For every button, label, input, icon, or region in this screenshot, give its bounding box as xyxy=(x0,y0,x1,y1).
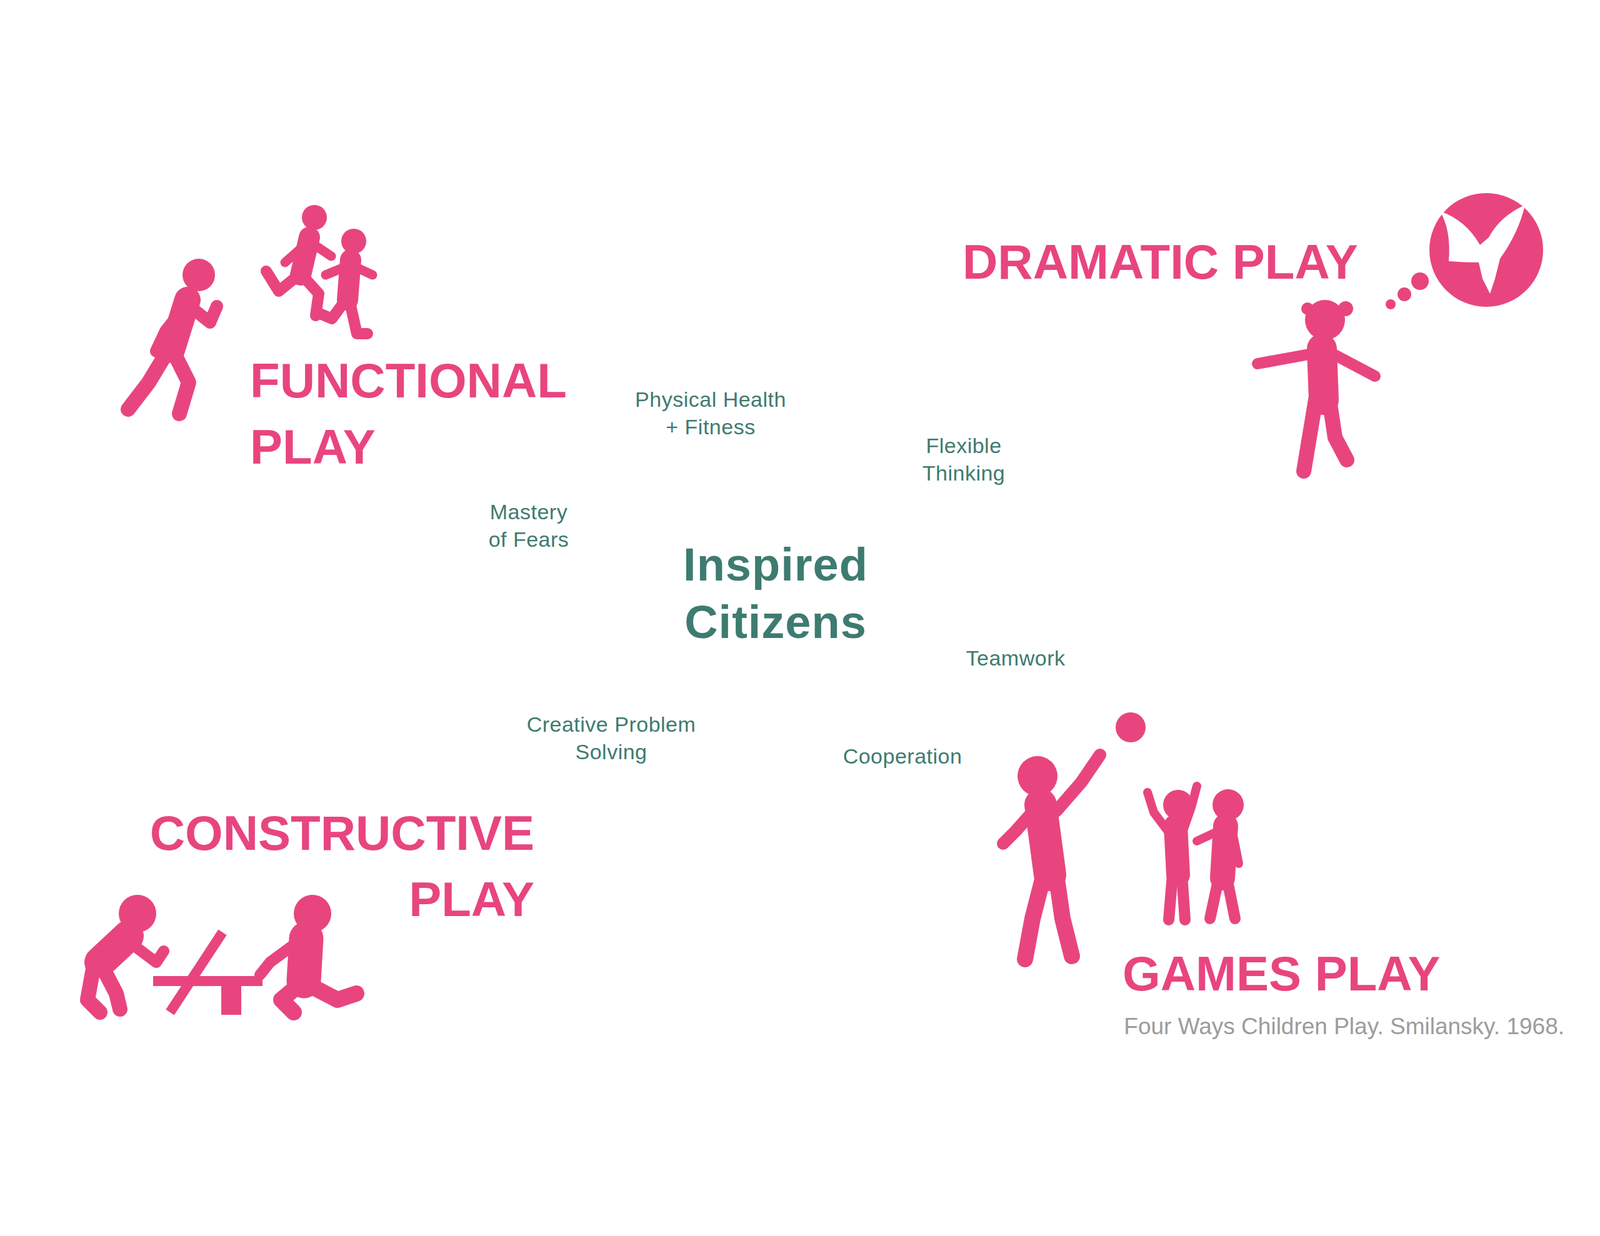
throwing-child xyxy=(1115,712,1146,743)
play-ellipse-shape xyxy=(714,438,1470,970)
throwing-child xyxy=(1003,813,1032,844)
building-children xyxy=(170,932,223,1013)
catching-children xyxy=(1232,832,1239,864)
play-ellipse-shape xyxy=(81,188,929,689)
play-type-title: FUNCTIONAL PLAY xyxy=(250,347,567,480)
running-child xyxy=(128,351,168,410)
catching-children xyxy=(1147,792,1169,833)
throwing-child xyxy=(1025,875,1044,960)
play-type-title: CONSTRUCTIVE PLAY xyxy=(150,800,535,933)
building-children xyxy=(87,965,100,1013)
thought-bubble xyxy=(1385,299,1396,310)
catching-children xyxy=(1182,786,1197,833)
running-children xyxy=(312,243,332,257)
pretending-child xyxy=(1338,301,1354,317)
throwing-child xyxy=(1056,875,1072,957)
outcome-label: Cooperation xyxy=(843,742,963,770)
throwing-child xyxy=(1040,805,1050,875)
play-type-title: DRAMATIC PLAY xyxy=(962,228,1359,295)
building-children xyxy=(87,895,357,1015)
catching-children xyxy=(1196,832,1216,842)
building-children xyxy=(100,962,120,1010)
running-children xyxy=(349,300,368,334)
catching-children xyxy=(1168,875,1173,920)
outcome-label: Creative Problem Solving xyxy=(523,710,699,766)
running-children xyxy=(266,271,299,292)
throwing-child xyxy=(1056,755,1100,812)
play-type-title: GAMES PLAY xyxy=(1122,940,1441,1007)
running-child xyxy=(128,258,217,414)
play-ellipse-shape xyxy=(275,480,934,1052)
play-ellipse-shape xyxy=(714,438,1470,970)
pretending-child xyxy=(1329,400,1347,460)
pretending-child xyxy=(1257,300,1375,472)
outcome-label: Mastery of Fears xyxy=(485,498,573,554)
catching-children xyxy=(1222,826,1226,879)
catching-children xyxy=(1210,878,1219,919)
thought-bubble xyxy=(1397,287,1412,302)
building-children xyxy=(153,976,263,987)
running-children xyxy=(353,266,373,275)
catching-children xyxy=(1175,826,1179,875)
running-children xyxy=(301,275,319,316)
pretending-child xyxy=(1257,353,1313,364)
running-children xyxy=(325,266,347,275)
pretending-child xyxy=(1321,348,1324,400)
outcome-label: Teamwork xyxy=(966,644,1066,672)
pretending-child xyxy=(1303,400,1316,472)
thought-bubble xyxy=(1411,272,1429,290)
thought-bubble xyxy=(1429,193,1544,307)
running-child xyxy=(172,350,189,414)
building-children xyxy=(221,978,242,1015)
running-child xyxy=(191,306,217,323)
building-children xyxy=(131,943,164,963)
running-child xyxy=(182,258,215,292)
outcome-label: Flexible Thinking xyxy=(916,431,1011,487)
catching-children xyxy=(1147,786,1244,920)
running-children xyxy=(301,205,327,230)
running-children xyxy=(320,300,346,319)
outcome-ellipse-shape xyxy=(433,351,1123,845)
pretending-child xyxy=(1332,353,1375,377)
thought-bubble xyxy=(1385,193,1544,310)
building-children xyxy=(260,945,294,975)
source-caption: Four Ways Children Play. Smilansky. 1968… xyxy=(1123,1013,1565,1040)
outcome-label: Physical Health + Fitness xyxy=(632,385,789,441)
building-children xyxy=(307,984,357,1000)
eagle-icon xyxy=(1440,205,1525,294)
play-ellipse: GAMES PLAY xyxy=(714,438,1470,970)
throwing-child xyxy=(1003,712,1146,960)
center-title: Inspired Citizens xyxy=(683,536,869,652)
running-children xyxy=(285,243,307,263)
catching-children xyxy=(1181,875,1185,920)
outcome-ellipse: Inspired Citizens Physical Health + Fitne… xyxy=(433,351,1123,845)
child-silhouettes xyxy=(87,193,1544,1015)
pretending-child xyxy=(1301,302,1314,315)
running-children xyxy=(266,205,373,334)
catching-children xyxy=(1226,878,1235,919)
